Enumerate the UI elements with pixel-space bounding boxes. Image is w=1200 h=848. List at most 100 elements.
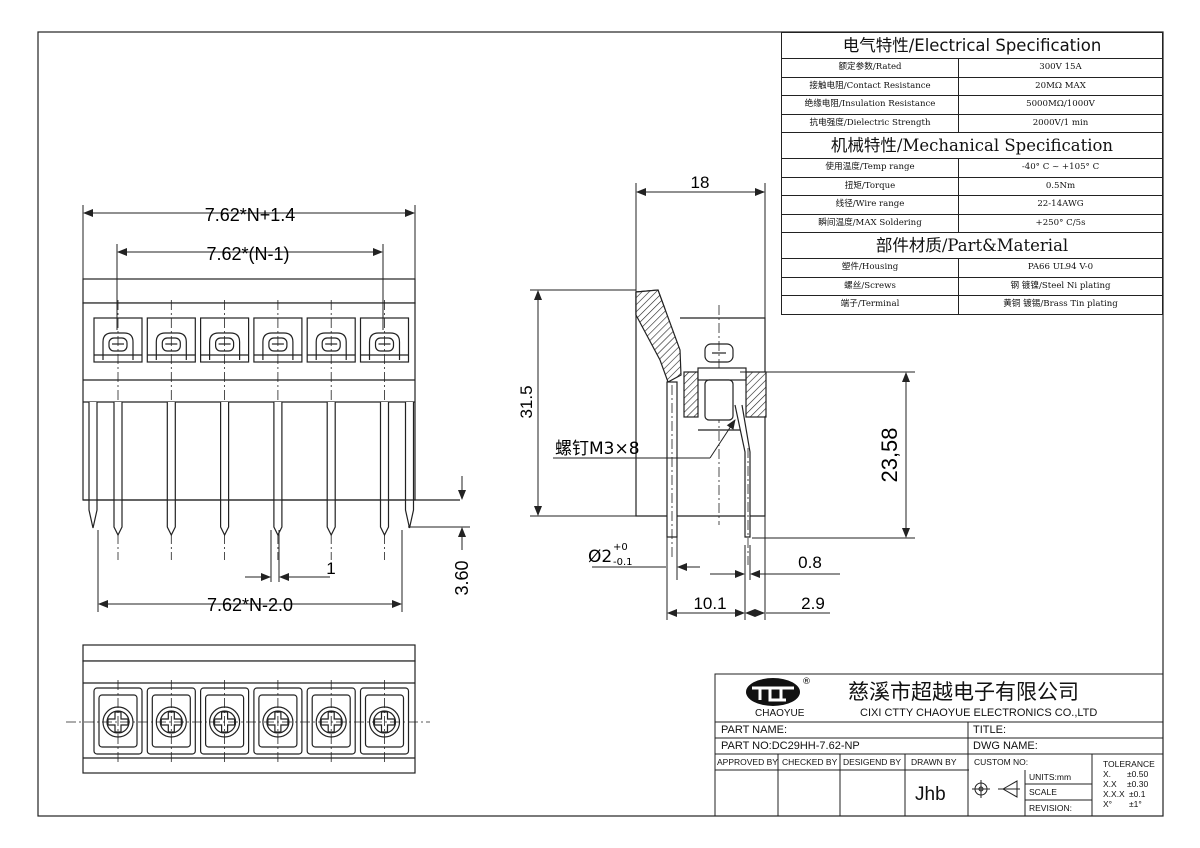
tolerance-fmt: X.X.X bbox=[1103, 789, 1125, 799]
spec-section-title: 电气特性/Electrical Specification bbox=[781, 32, 1163, 58]
spec-row: 瞬间温度/MAX Soldering +250° C/5s bbox=[781, 213, 1163, 232]
spec-label: 接触电阻/Contact Resistance bbox=[782, 77, 959, 95]
spec-label: 额定参数/Rated bbox=[782, 59, 959, 77]
spec-row: 额定参数/Rated 300V 15A bbox=[781, 58, 1163, 77]
front-pole-module bbox=[253, 300, 303, 560]
spec-section-title: 部件材质/Part&Material bbox=[781, 232, 1163, 258]
spec-row: 端子/Terminal 黄铜 镀锡/Brass Tin plating bbox=[781, 295, 1163, 315]
spec-label: 绝缘电阻/Insulation Resistance bbox=[782, 96, 959, 114]
front-view bbox=[82, 278, 460, 560]
dim-pin-dia-tol-down: -0.1 bbox=[613, 557, 633, 568]
projection-symbol-icon bbox=[972, 780, 1020, 798]
top-pole-module bbox=[146, 680, 196, 765]
front-pole-module bbox=[88, 300, 143, 560]
spec-value: 2000V/1 min bbox=[1032, 117, 1089, 128]
spec-label: 抗电强度/Dielectric Strength bbox=[782, 114, 959, 132]
tolerance-val: ±0.30 bbox=[1127, 779, 1149, 789]
tolerance-fmt: X.X bbox=[1103, 779, 1117, 789]
part-name-label: PART NAME: bbox=[721, 724, 788, 736]
spec-value: +250° C/5s bbox=[1035, 217, 1086, 228]
dim-pin-dia-tol-up: +0 bbox=[613, 542, 628, 553]
front-pole-module bbox=[200, 300, 250, 560]
spec-value: 20MΩ MAX bbox=[1035, 80, 1086, 91]
title-label: TITLE: bbox=[973, 724, 1007, 736]
spec-value: 5000MΩ/1000V bbox=[1026, 99, 1095, 109]
spec-row: 扭矩/Torque 0.5Nm bbox=[781, 176, 1163, 195]
dwg-name-label: DWG NAME: bbox=[973, 740, 1038, 752]
spec-row: 抗电强度/Dielectric Strength 2000V/1 min bbox=[781, 113, 1163, 132]
dim-pitch-span: 7.62*(N-1) bbox=[206, 244, 289, 264]
front-dimensions bbox=[82, 205, 470, 612]
front-pole-module bbox=[359, 300, 415, 560]
spec-value: PA66 UL94 V-0 bbox=[1027, 262, 1094, 272]
part-no-label: PART NO:DC29HH-7.62-NP bbox=[721, 740, 860, 752]
front-pole-module bbox=[146, 300, 196, 560]
side-view bbox=[635, 289, 767, 565]
sheet-border bbox=[37, 31, 1164, 817]
tolerance-val: ±0.1 bbox=[1129, 789, 1146, 799]
dim-screw: 螺钉M3×8 bbox=[555, 439, 640, 459]
checked-by-label: CHECKED BY bbox=[782, 757, 838, 767]
side-dimensions bbox=[530, 183, 915, 620]
spec-row: 螺丝/Screws 钢 镀镍/Steel Ni plating bbox=[781, 276, 1163, 295]
dim-pin-thick: 0.8 bbox=[798, 553, 822, 572]
spec-row: 接触电阻/Contact Resistance 20MΩ MAX bbox=[781, 76, 1163, 95]
approved-by-label: APPROVED BY bbox=[717, 757, 778, 767]
top-pole-module bbox=[359, 680, 410, 765]
dim-pin-height: 23,58 bbox=[877, 427, 902, 482]
top-pole-module bbox=[93, 680, 143, 765]
title-block: CHAOYUE 慈溪市超越电子有限公司 CIXI CTTY CHAOYUE EL… bbox=[715, 674, 1163, 816]
company-logo: ® bbox=[746, 677, 811, 706]
dim-back-offset: 2.9 bbox=[801, 594, 825, 613]
spec-value: 300V 15A bbox=[1039, 62, 1082, 72]
drawn-by-value: Jhb bbox=[915, 784, 946, 805]
scale-label: SCALE bbox=[1029, 787, 1057, 797]
tolerance-val: ±1° bbox=[1129, 799, 1142, 809]
spec-value: -40° C ~ +105° C bbox=[1021, 162, 1100, 172]
spec-label: 塑件/Housing bbox=[782, 259, 959, 277]
custom-no-label: CUSTOM NO: bbox=[974, 757, 1029, 767]
dim-pin-width: 1 bbox=[326, 559, 335, 578]
spec-value: 黄铜 镀锡/Brass Tin plating bbox=[1003, 299, 1118, 309]
title-block-grid bbox=[714, 673, 1164, 817]
tolerance-val: ±0.50 bbox=[1127, 769, 1149, 779]
spec-section-title: 机械特性/Mechanical Specification bbox=[781, 132, 1163, 158]
front-pole-module bbox=[306, 300, 356, 560]
dim-pin-span: 7.62*N-2.0 bbox=[207, 595, 293, 615]
company-name-en: CIXI CTTY CHAOYUE ELECTRONICS CO.,LTD bbox=[860, 707, 1098, 719]
dim-pin-length: 3.60 bbox=[452, 560, 472, 595]
units-label: UNITS:mm bbox=[1029, 772, 1072, 782]
spec-value: 0.5Nm bbox=[1045, 180, 1076, 191]
designed-by-label: DESIGEND BY bbox=[843, 757, 902, 767]
spec-row: 线径/Wire range 22-14AWG bbox=[781, 195, 1163, 214]
spec-label: 线径/Wire range bbox=[782, 196, 959, 214]
spec-row: 塑件/Housing PA66 UL94 V-0 bbox=[781, 258, 1163, 277]
spec-label: 端子/Terminal bbox=[782, 296, 959, 314]
spec-label: 瞬间温度/MAX Soldering bbox=[782, 214, 959, 232]
spec-label: 使用温度/Temp range bbox=[782, 159, 959, 177]
spec-value: 22-14AWG bbox=[1037, 199, 1084, 209]
spec-row: 使用温度/Temp range -40° C ~ +105° C bbox=[781, 158, 1163, 177]
specification-table: 电气特性/Electrical Specification 额定参数/Rated… bbox=[781, 32, 1163, 315]
dim-pin-offset: 10.1 bbox=[693, 594, 726, 613]
spec-label: 扭矩/Torque bbox=[782, 177, 959, 195]
spec-value: 钢 镀镍/Steel Ni plating bbox=[1010, 280, 1111, 291]
tolerance-title: TOLERANCE bbox=[1103, 759, 1155, 769]
revision-label: REVISION: bbox=[1029, 803, 1072, 813]
logo-text: CHAOYUE bbox=[755, 708, 805, 719]
top-pole-module bbox=[306, 680, 356, 765]
tolerance-fmt: X. bbox=[1103, 769, 1112, 779]
dim-overall-width: 7.62*N+1.4 bbox=[205, 205, 296, 225]
dim-depth: 18 bbox=[691, 173, 710, 192]
drawn-by-label: DRAWN BY bbox=[911, 757, 957, 767]
company-name-cn: 慈溪市超越电子有限公司 bbox=[848, 680, 1079, 704]
tolerance-fmt: X° bbox=[1103, 799, 1113, 809]
top-view bbox=[66, 644, 430, 774]
spec-label: 螺丝/Screws bbox=[782, 277, 959, 295]
dim-pin-dia: Ø2 bbox=[588, 547, 612, 567]
top-pole-module bbox=[200, 680, 250, 765]
dim-height: 31.5 bbox=[517, 385, 536, 418]
spec-row: 绝缘电阻/Insulation Resistance 5000MΩ/1000V bbox=[781, 95, 1163, 114]
top-pole-module bbox=[253, 680, 303, 765]
